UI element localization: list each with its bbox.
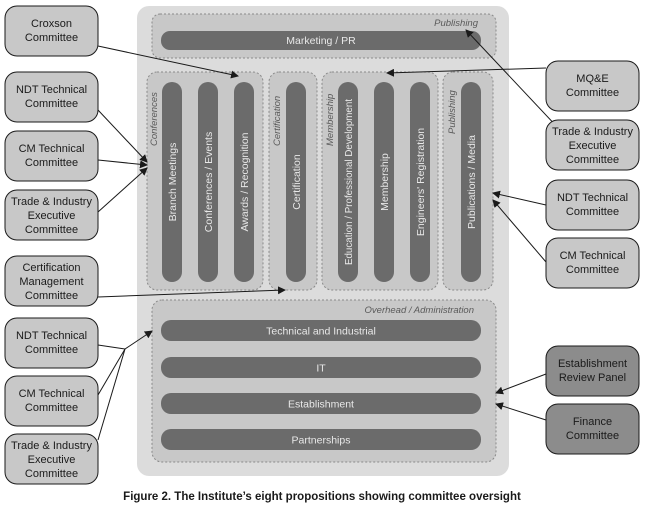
svg-text:Committee: Committee	[566, 87, 619, 99]
group-label-membership: Membership	[325, 94, 336, 146]
arrow-ti-left-1	[97, 167, 148, 213]
bar-branch-meetings: Branch Meetings	[167, 143, 179, 222]
arrow-croxson	[97, 45, 239, 79]
svg-text:Committee: Committee	[566, 154, 619, 166]
bar-membership: Membership	[379, 153, 391, 211]
svg-text:Executive: Executive	[28, 454, 76, 466]
svg-text:CM Technical: CM Technical	[19, 143, 85, 155]
group-label-conferences: Conferences	[149, 92, 160, 146]
bar-establishment: Establishment	[288, 399, 354, 411]
committee-cm-left-1: CM Technical Committee	[4, 130, 99, 182]
group-conferences: Conferences Branch Meetings Conferences …	[146, 71, 264, 291]
group-label-certification: Certification	[272, 96, 283, 146]
svg-text:Committee: Committee	[25, 344, 78, 356]
svg-text:CM Technical: CM Technical	[560, 250, 626, 262]
figure-caption: Figure 2. The Institute’s eight proposit…	[123, 491, 521, 503]
svg-text:Committee: Committee	[566, 430, 619, 442]
svg-text:Trade & Industry: Trade & Industry	[552, 126, 633, 138]
svg-text:Executive: Executive	[28, 210, 76, 222]
bar-education: Education / Professional Development	[344, 99, 355, 265]
committee-cm-right: CM Technical Committee	[545, 237, 640, 289]
svg-text:Committee: Committee	[25, 98, 78, 110]
group-label-publishing-top: Publishing	[434, 18, 479, 29]
bar-marketing: Marketing / PR	[286, 35, 356, 47]
bar-technical-industrial: Technical and Industrial	[266, 326, 376, 338]
svg-text:MQ&E: MQ&E	[576, 73, 608, 85]
svg-text:Committee: Committee	[25, 157, 78, 169]
svg-text:Establishment: Establishment	[558, 358, 627, 370]
arrow-cert-mgmt	[97, 286, 286, 298]
committee-croxson: Croxson Committee	[4, 5, 99, 57]
group-publishing-top: Publishing Marketing / PR	[151, 13, 497, 59]
bar-engineers-registration: Engineers' Registration	[415, 128, 427, 236]
svg-text:Trade & Industry: Trade & Industry	[11, 196, 92, 208]
svg-text:Croxson: Croxson	[31, 18, 72, 30]
svg-text:NDT Technical: NDT Technical	[557, 192, 628, 204]
svg-text:Committee: Committee	[25, 32, 78, 44]
arrow-finance	[495, 402, 547, 421]
committee-ndt-left-1: NDT Technical Committee	[4, 71, 99, 123]
svg-text:Management: Management	[19, 276, 83, 288]
connector-arrows	[97, 29, 561, 441]
svg-text:Executive: Executive	[569, 140, 617, 152]
group-overhead: Overhead / Administration Technical and …	[151, 299, 497, 463]
bar-publications-media: Publications / Media	[466, 135, 478, 229]
arrow-erp	[495, 373, 547, 395]
svg-text:Committee: Committee	[25, 290, 78, 302]
svg-text:Committee: Committee	[566, 264, 619, 276]
committee-cert-mgmt: Certification Management Committee	[4, 255, 99, 307]
group-label-publishing-side: Publishing	[447, 89, 458, 134]
arrow-cm-right	[492, 199, 547, 263]
bar-conferences-events: Conferences / Events	[203, 132, 215, 232]
arrow-ndt-left-1	[97, 109, 148, 163]
group-membership: Membership Education / Professional Deve…	[321, 71, 439, 291]
line-ti-left-2	[97, 348, 126, 441]
arrow-mqe	[386, 67, 547, 77]
svg-text:CM Technical: CM Technical	[19, 388, 85, 400]
committee-cm-left-2: CM Technical Committee	[4, 375, 99, 427]
bar-awards-recognition: Awards / Recognition	[239, 132, 251, 231]
svg-text:Committee: Committee	[25, 224, 78, 236]
svg-text:Review Panel: Review Panel	[559, 372, 626, 384]
bar-certification: Certification	[291, 154, 303, 210]
committee-ti-left-1: Trade & Industry Executive Committee	[4, 189, 99, 241]
group-label-overhead: Overhead / Administration	[365, 305, 474, 316]
svg-text:NDT Technical: NDT Technical	[16, 84, 87, 96]
committee-ndt-left-2: NDT Technical Committee	[4, 317, 99, 369]
line-ndt-left-2	[97, 344, 126, 350]
svg-text:Committee: Committee	[25, 402, 78, 414]
bar-it: IT	[316, 363, 326, 375]
bar-partnerships: Partnerships	[292, 435, 351, 447]
committee-erp: Establishment Review Panel	[545, 345, 640, 397]
svg-text:Committee: Committee	[25, 468, 78, 480]
svg-text:Certification: Certification	[22, 262, 80, 274]
arrow-ti-right	[465, 29, 561, 131]
arrow-cm-left-1	[97, 159, 148, 169]
svg-text:NDT Technical: NDT Technical	[16, 330, 87, 342]
svg-text:Trade & Industry: Trade & Industry	[11, 440, 92, 452]
committee-ndt-right: NDT Technical Committee	[545, 179, 640, 231]
committee-finance: Finance Committee	[545, 403, 640, 455]
arrow-ndt-right	[492, 190, 547, 206]
committee-ti-right: Trade & Industry Executive Committee	[545, 119, 640, 171]
line-cm-left-2	[97, 348, 126, 396]
svg-text:Committee: Committee	[566, 206, 619, 218]
group-certification: Certification Certification	[268, 71, 318, 291]
arrow-overhead-left	[124, 330, 153, 350]
group-publishing-side: Publishing Publications / Media	[442, 71, 494, 291]
svg-text:Finance: Finance	[573, 416, 612, 428]
committee-mqe: MQ&E Committee	[545, 60, 640, 112]
committee-ti-left-2: Trade & Industry Executive Committee	[4, 433, 99, 485]
